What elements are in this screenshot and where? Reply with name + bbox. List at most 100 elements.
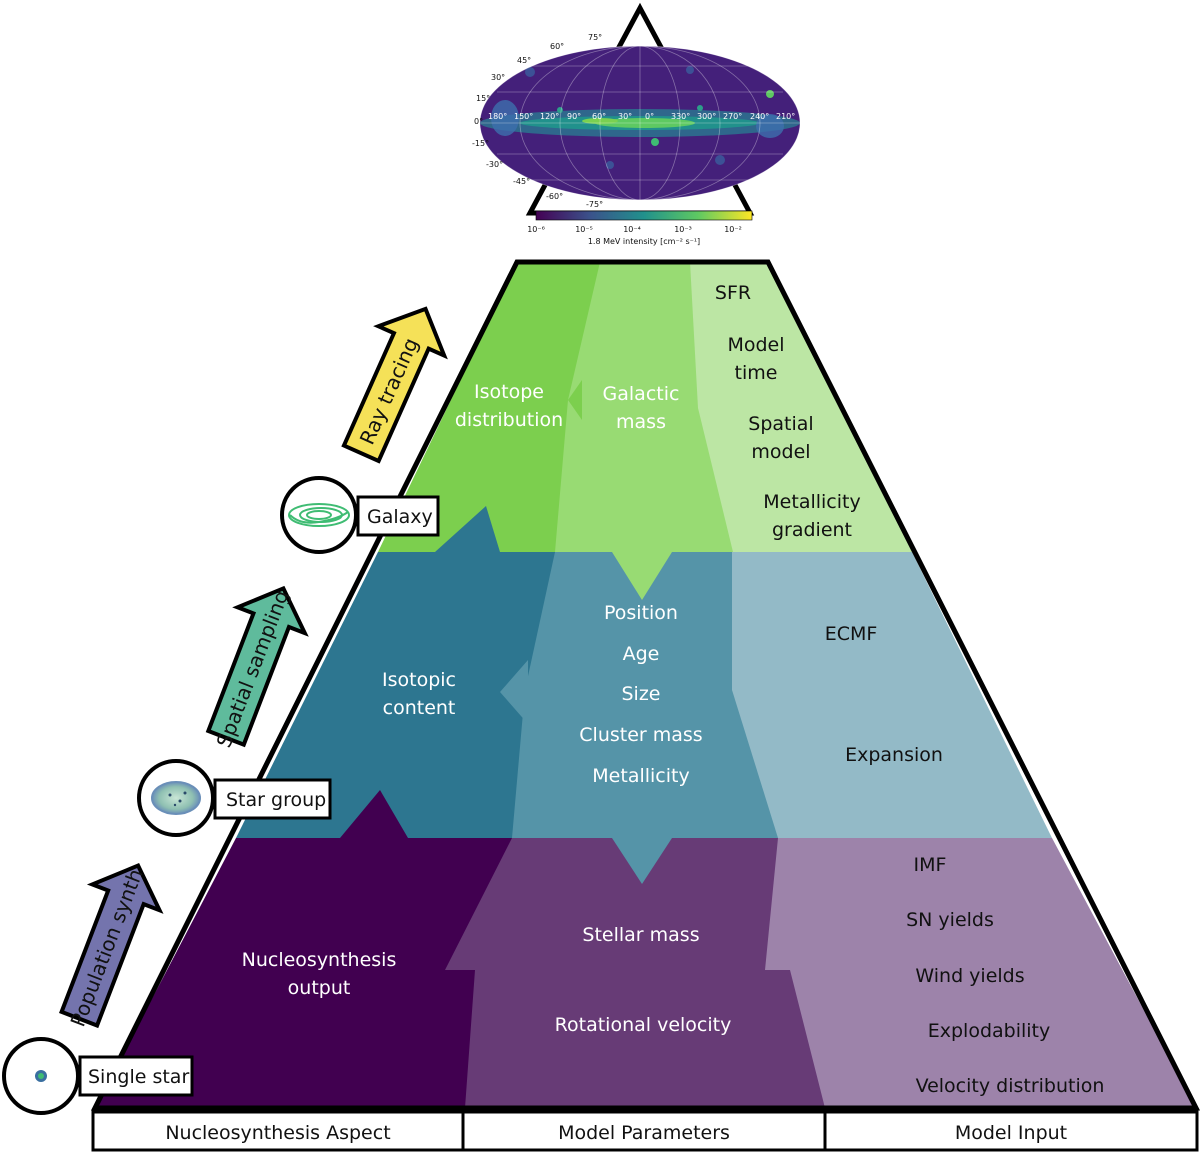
group-notch-left [500,660,528,724]
colorbar [535,210,753,221]
star-group-label-box [213,778,332,820]
star-input-explodability: Explodability [928,1020,1051,1042]
galaxy-into-group-arrow [612,552,672,600]
star-tier [95,790,1196,1108]
lat-label: -60° [546,192,563,201]
galaxy-input-line: time [735,362,778,384]
galaxy-label: Galaxy [367,506,433,528]
sky-map-lat-labels: 75° 60° 45° 30° 15° 0° -15° -30° -45° -6… [472,33,603,209]
single-star-core [38,1073,44,1079]
lon-label: 120° [540,112,559,121]
lon-label: 30° [618,112,632,121]
group-into-galaxy-arrow [435,506,500,552]
lon-label: 240° [750,112,769,121]
colorbar-tick: 10⁻⁶ [527,225,545,234]
star-group-dot [183,791,187,795]
galaxy-tier-parameters [555,262,740,552]
star-input-sn-yields: SN yields [906,909,994,931]
star-group-dot [173,803,177,807]
lat-label: 0° [474,117,483,126]
scale-single-star: Single star [2,1037,194,1115]
sky-map-lon-labels: 180° 150° 120° 90° 60° 30° 0° 330° 300° … [488,112,795,121]
column-headers: Nucleosynthesis Aspect Model Parameters … [91,1110,1199,1152]
single-star-label: Single star [88,1066,189,1088]
group-tier-text: Isotopic content Position Age Size Clust… [382,602,943,787]
star-tier-input [765,838,1196,1108]
star-input-velocity-distribution: Velocity distribution [916,1075,1105,1097]
galaxy-tier [378,262,912,552]
group-tier-aspect [236,552,565,838]
group-param-cluster-mass: Cluster mass [579,724,702,746]
lat-label: 60° [550,42,564,51]
lon-label: 210° [776,112,795,121]
group-param-position: Position [604,602,678,624]
colorbar-label: 1.8 MeV intensity [cm⁻² s⁻¹] [588,237,700,246]
single-star-label-box [78,1055,194,1097]
aspect-header-box [91,1110,465,1152]
lat-label: -45° [513,177,530,186]
input-header: Model Input [955,1122,1067,1144]
colorbar-tick: 10⁻³ [674,225,692,234]
galaxy-notch-right [698,386,712,430]
galaxy-icon [288,503,350,527]
group-param-age: Age [623,643,660,665]
star-aspect-line: output [288,977,351,999]
lon-label: 90° [567,112,581,121]
lon-label: 180° [488,112,507,121]
group-aspect-line: content [383,697,456,719]
lon-label: 0° [645,112,654,121]
galaxy-aspect-line: distribution [455,409,563,431]
star-input-wind-yields: Wind yields [915,965,1024,987]
galaxy-notch-left [568,380,582,420]
group-notch-right [732,668,750,712]
galaxy-input-line: gradient [772,519,852,541]
scale-star-group: Star group [137,759,332,837]
lon-label: 60° [592,112,606,121]
scale-galaxy: Galaxy [280,476,440,554]
colorbar-tick: 10⁻⁵ [575,225,593,234]
group-into-star-arrow [612,838,672,884]
input-header-box [823,1110,1199,1152]
star-group-icon [151,781,201,815]
group-tier-parameters [512,552,780,838]
lat-label: -30° [486,160,503,169]
galaxy-label-box [356,495,440,537]
galaxy-param-line: mass [616,411,666,433]
lon-label: 270° [723,112,742,121]
star-tier-parameters [445,838,825,1108]
star-group-dot [178,799,182,803]
group-input-ecmf: ECMF [825,623,878,645]
galaxy-aspect-line: Isotope [474,381,544,403]
parameters-header: Model Parameters [558,1122,730,1144]
star-tier-text: Nucleosynthesis output Stellar mass Rota… [242,854,1105,1097]
colorbar-ticks: 10⁻⁶ 10⁻⁵ 10⁻⁴ 10⁻³ 10⁻² [527,225,742,234]
group-param-size: Size [621,683,660,705]
galaxy-tier-input [690,262,912,552]
galaxy-input-line: Spatial [748,413,813,435]
lat-label: 30° [491,73,505,82]
sky-map-graticule [479,45,801,201]
star-input-imf: IMF [914,854,947,876]
group-tier-input [732,552,1052,838]
group-param-metallicity: Metallicity [592,765,689,787]
star-group-label: Star group [226,789,326,811]
lat-label: 75° [588,33,602,42]
galaxy-input-line: Metallicity [763,491,860,513]
lon-label: 150° [514,112,533,121]
parameters-header-box [461,1110,827,1152]
galaxy-param-line: Galactic [603,383,680,405]
group-aspect-line: Isotopic [382,669,456,691]
star-aspect-line: Nucleosynthesis [242,949,397,971]
galaxy-input-line: model [751,441,810,463]
galaxy-input-line: Model [727,334,784,356]
lat-label: 15° [476,94,490,103]
lat-label: 45° [517,56,531,65]
group-tier [236,506,1052,838]
lon-label: 330° [671,112,690,121]
galaxy-input-sfr: SFR [715,282,751,304]
colorbar-tick: 10⁻⁴ [623,225,641,234]
galaxy-tier-aspect [378,262,610,552]
star-param-stellar-mass: Stellar mass [582,924,699,946]
star-group-dot [168,793,172,797]
